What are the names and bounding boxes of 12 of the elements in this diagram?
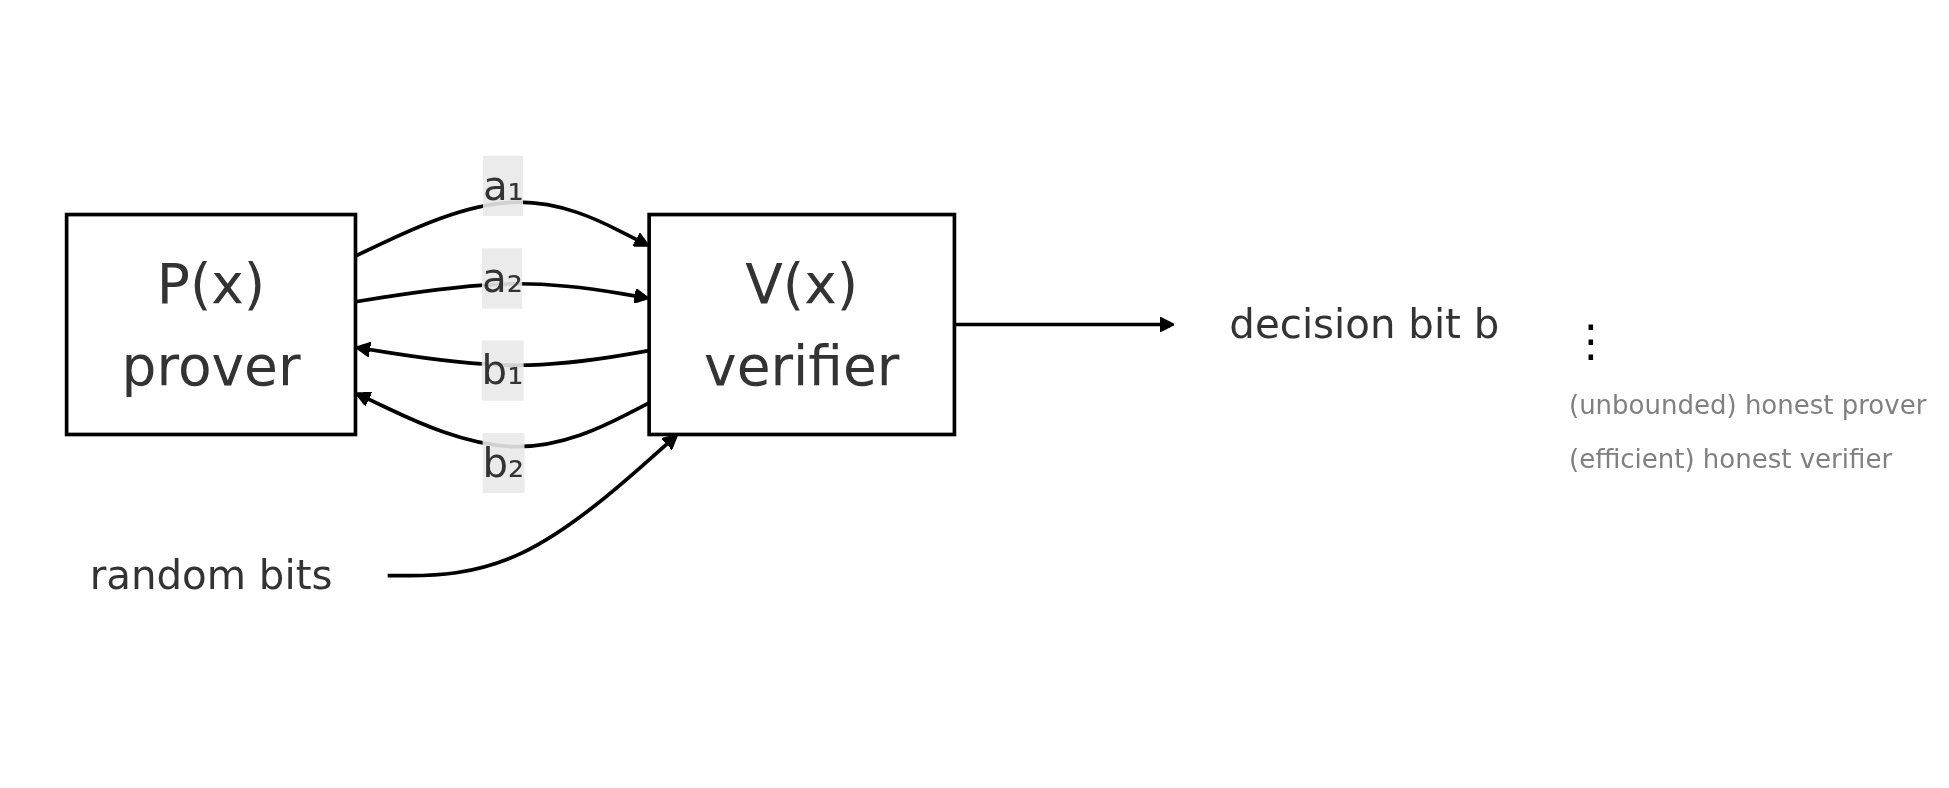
edge-label: a₂ xyxy=(482,255,523,301)
ellipsis-mark: ⋮ xyxy=(1569,314,1614,366)
node-text: random bits xyxy=(89,552,333,598)
note: (unbounded) honest prover xyxy=(1569,389,1928,420)
edge-label: b₂ xyxy=(482,439,525,486)
note: (efficient) honest verifier xyxy=(1569,443,1894,474)
arrow xyxy=(387,433,679,577)
node-box: V(x) verifier xyxy=(647,212,957,436)
edge-label: a₁ xyxy=(482,162,524,209)
node-box: P(x) prover xyxy=(64,212,358,436)
node-text: decision bit b xyxy=(1229,301,1500,347)
edge-label: b₁ xyxy=(481,347,524,393)
